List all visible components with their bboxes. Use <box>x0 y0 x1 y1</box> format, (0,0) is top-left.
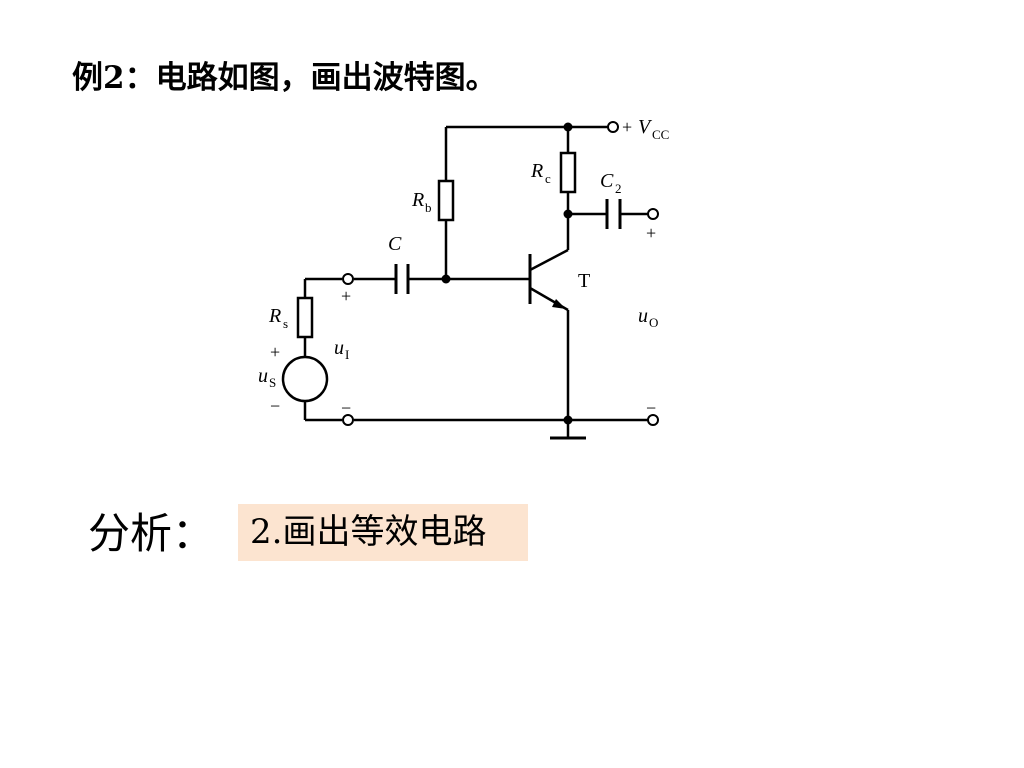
label-transistor: T <box>578 270 590 292</box>
label-vcc: V <box>638 116 653 138</box>
transistor-t <box>528 248 569 312</box>
capacitor-c <box>394 264 410 294</box>
junction-base <box>441 274 451 284</box>
terminal-output-minus <box>647 414 659 426</box>
label-uo: u <box>638 305 648 327</box>
source-us-icon <box>281 355 329 403</box>
resistor-rc <box>559 151 577 194</box>
label-output-minus: − <box>646 398 656 418</box>
resistors <box>296 151 577 339</box>
junction-collector <box>563 209 573 219</box>
circuit-wires <box>303 125 648 438</box>
label-input-plus: + <box>341 286 351 306</box>
label-c: C <box>388 233 402 255</box>
capacitors <box>394 199 622 294</box>
label-rc: R <box>530 160 543 182</box>
label-us-sub: S <box>269 375 276 390</box>
label-rb-sub: b <box>425 200 432 215</box>
resistor-rb <box>437 179 455 222</box>
emitter-arrow-icon <box>552 299 566 309</box>
label-ui-sub: I <box>345 347 349 362</box>
label-c2-sub: 2 <box>615 181 622 196</box>
label-rc-sub: c <box>545 171 551 186</box>
terminal-vcc <box>607 121 619 133</box>
label-rs-sub: s <box>283 316 288 331</box>
label-c2: C <box>600 170 614 192</box>
junction-vcc <box>563 122 573 132</box>
analysis-label: 分析： <box>88 509 215 558</box>
terminal-output-plus <box>647 208 659 220</box>
slide-title: 例2：电路如图，画出波特图。 <box>72 60 497 96</box>
label-input-minus: − <box>341 398 351 418</box>
resistor-rs <box>296 296 314 339</box>
label-ui: u <box>334 337 344 359</box>
circuit-labels: + V CC R b R c C 2 C T + + R s u I + u S… <box>258 116 669 418</box>
label-rs: R <box>268 305 281 327</box>
label-output-plus: + <box>646 223 656 243</box>
voltage-source <box>281 355 329 403</box>
junction-ground <box>563 415 573 425</box>
label-rb: R <box>411 189 424 211</box>
label-vcc-sub: CC <box>652 127 669 142</box>
terminals <box>342 121 659 426</box>
transistor-collector <box>529 248 569 272</box>
terminal-input-plus <box>342 273 354 285</box>
capacitor-c2 <box>605 199 622 229</box>
step-equivalent-circuit: 2.画出等效电路 <box>238 504 528 561</box>
label-source-minus: − <box>270 396 280 416</box>
label-source-plus: + <box>270 342 280 362</box>
label-uo-sub: O <box>649 315 658 330</box>
label-us: u <box>258 365 268 387</box>
junction-dots <box>441 122 573 425</box>
terminal-input-minus <box>342 414 354 426</box>
label-vcc-plus: + <box>622 117 632 137</box>
